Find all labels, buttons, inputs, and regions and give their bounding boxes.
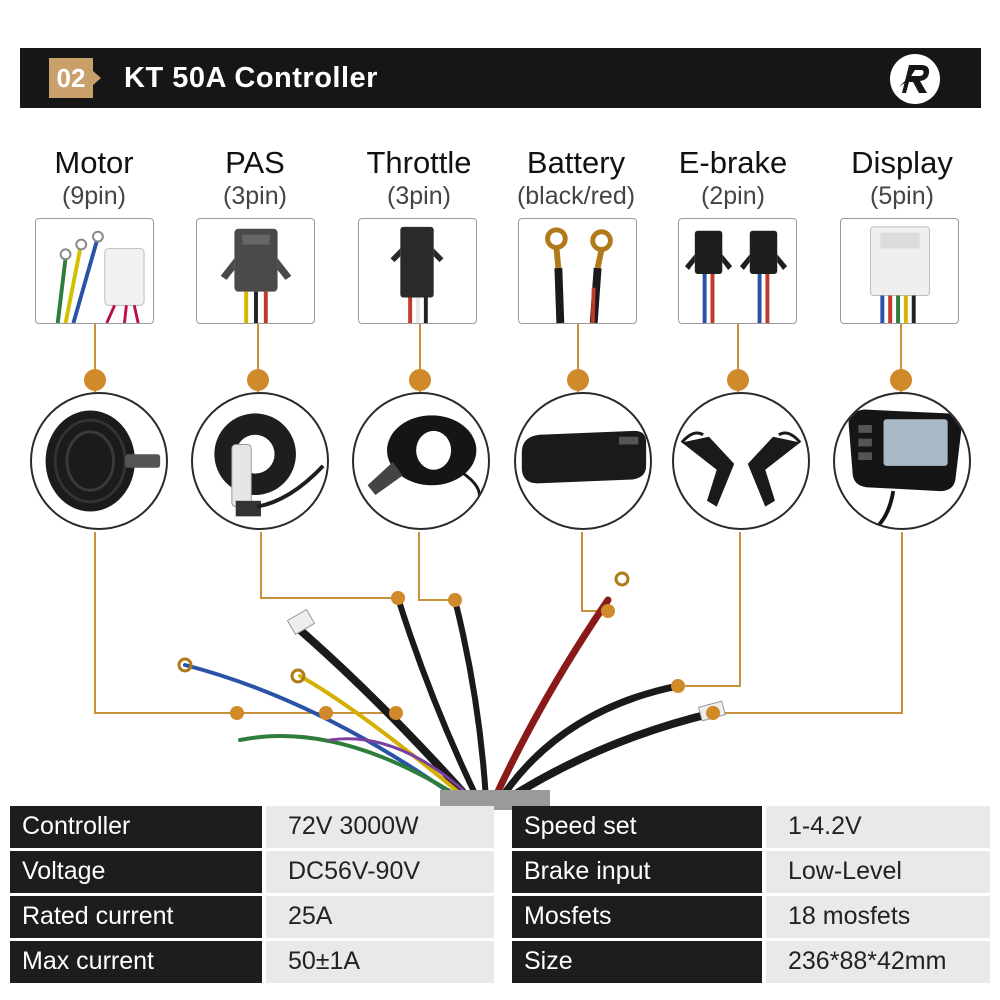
label-pas: PAS (3pin)	[175, 145, 335, 211]
line-throttle-route	[418, 532, 455, 601]
line-display-route	[713, 532, 903, 714]
battery-lugs-icon	[518, 218, 637, 324]
table-row: Max current 50±1A Size 236*88*42mm	[10, 941, 990, 983]
hub-motor-icon	[30, 392, 168, 530]
spec-key: Controller	[10, 806, 262, 848]
label-battery: Battery (black/red)	[496, 145, 656, 211]
pas-sensor-icon	[191, 392, 329, 530]
component-name: Battery	[526, 145, 626, 180]
spec-value: 18 mosfets	[766, 896, 990, 938]
component-name: PAS	[225, 145, 285, 180]
label-throttle: Throttle (3pin)	[339, 145, 499, 211]
connector-heads	[177, 571, 727, 810]
display-connector-icon	[840, 218, 959, 324]
label-ebrake: E-brake (2pin)	[653, 145, 813, 211]
dot-display	[890, 369, 912, 391]
spec-value: Low-Level	[766, 851, 990, 893]
table-row: Rated current 25A Mosfets 18 mosfets	[10, 896, 990, 938]
spec-value: DC56V-90V	[266, 851, 494, 893]
junction-dots	[84, 369, 912, 720]
battery-pack-icon	[514, 392, 652, 530]
spec-key: Max current	[10, 941, 262, 983]
line-ebrake-route	[678, 532, 741, 687]
badge-arrow-icon	[93, 71, 101, 85]
spec-value: 1-4.2V	[766, 806, 990, 848]
component-pins: (3pin)	[223, 182, 287, 210]
label-motor: Motor (9pin)	[14, 145, 174, 211]
table-row: Controller 72V 3000W Speed set 1-4.2V	[10, 806, 990, 848]
lcd-display-icon	[833, 392, 971, 530]
spec-value: 25A	[266, 896, 494, 938]
spec-key: Brake input	[512, 851, 762, 893]
component-name: Throttle	[366, 145, 472, 180]
spec-value: 236*88*42mm	[766, 941, 990, 983]
header-bar: 02 KT 50A Controller	[20, 48, 981, 108]
page-title: KT 50A Controller	[124, 62, 378, 94]
ebrake-connector-icon	[678, 218, 797, 324]
component-pins: (9pin)	[62, 182, 126, 210]
component-name: E-brake	[678, 145, 788, 180]
spec-key: Speed set	[512, 806, 762, 848]
spec-key: Voltage	[10, 851, 262, 893]
dot-throttle	[409, 369, 431, 391]
spec-value: 72V 3000W	[266, 806, 494, 848]
component-name: Motor	[54, 145, 134, 180]
table-row: Voltage DC56V-90V Brake input Low-Level	[10, 851, 990, 893]
section-badge: 02	[49, 58, 93, 98]
thumb-throttle-icon	[352, 392, 490, 530]
pas-connector-icon	[196, 218, 315, 324]
line-battery-route	[581, 532, 608, 612]
component-pins: (2pin)	[701, 182, 765, 210]
dot-ebrake	[727, 369, 749, 391]
connection-lines	[94, 324, 903, 714]
brake-levers-icon	[672, 392, 810, 530]
line-motor-route	[94, 532, 398, 714]
spec-key: Size	[512, 941, 762, 983]
spec-key: Mosfets	[512, 896, 762, 938]
dot-battery	[567, 369, 589, 391]
throttle-connector-icon	[358, 218, 477, 324]
dot-motor	[84, 369, 106, 391]
spec-key: Rated current	[10, 896, 262, 938]
dot-pas	[247, 369, 269, 391]
harness-wires	[183, 595, 717, 804]
label-display: Display (5pin)	[822, 145, 982, 211]
component-name: Display	[851, 145, 953, 180]
spec-value: 50±1A	[266, 941, 494, 983]
component-pins: (black/red)	[516, 182, 636, 210]
display-plug	[286, 608, 316, 636]
component-pins: (5pin)	[870, 182, 934, 210]
r-logo-icon	[889, 53, 941, 105]
motor-connector-icon	[35, 218, 154, 324]
line-pas-route	[260, 532, 398, 599]
component-pins: (3pin)	[387, 182, 451, 210]
